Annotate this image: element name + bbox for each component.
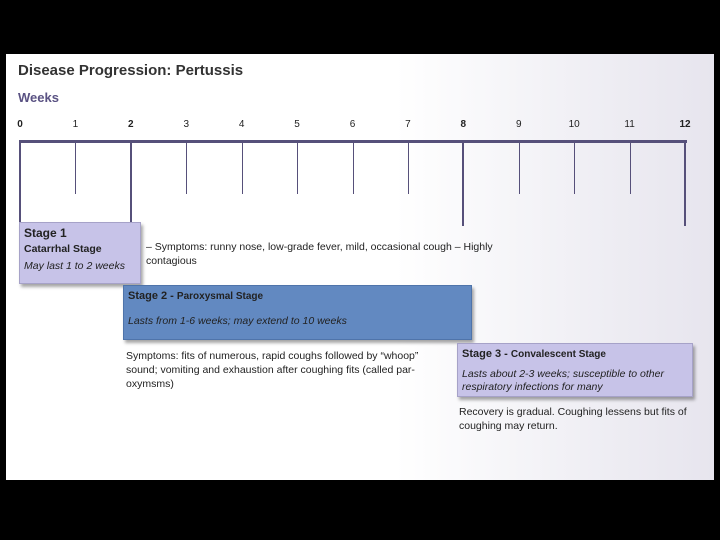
week-tick (629, 142, 631, 194)
week-tick (407, 142, 409, 194)
week-tick (75, 142, 77, 194)
stage1-symptoms-line1: – Symptoms: runny nose, low-grade fever,… (146, 241, 493, 253)
stage3-duration-line1: Lasts about 2-3 weeks; susceptible to ot… (462, 368, 664, 380)
week-tick (518, 142, 520, 194)
week-label: 0 (17, 119, 23, 130)
stage3-duration-line2: respiratory infections for many (462, 381, 603, 393)
stage1-box: Stage 1 Catarrhal Stage May last 1 to 2 … (19, 222, 141, 284)
week-tick (129, 142, 132, 226)
week-label: 8 (460, 119, 467, 130)
week-label: 5 (294, 119, 300, 130)
week-tick (19, 142, 21, 226)
week-label: 11 (624, 119, 635, 130)
stage3-heading: Stage 3 - Convalescent Stage (462, 348, 606, 360)
week-label: 9 (515, 119, 522, 130)
stage2-symptoms-line1: Symptoms: fits of numerous, rapid coughs… (126, 350, 419, 362)
week-tick (462, 142, 465, 226)
stage2-box: Stage 2 - Paroxysmal Stage Lasts from 1-… (123, 285, 472, 340)
stage2-heading: Stage 2 - Paroxysmal Stage (128, 290, 263, 302)
stage2-heading-name: Paroxysmal Stage (176, 291, 264, 302)
stage3-heading-prefix: Stage 3 - (462, 348, 511, 360)
stage2-heading-prefix: Stage 2 - (128, 290, 177, 302)
stage3-heading-name: Convalescent Stage (510, 349, 606, 360)
week-tick (684, 142, 686, 226)
stage2-symptoms-line3: oxymsms) (126, 378, 174, 390)
stage2-duration: Lasts from 1-6 weeks; may extend to 10 w… (128, 315, 347, 327)
stage1-name: Catarrhal Stage (24, 243, 102, 255)
week-label: 6 (349, 119, 356, 130)
stage1-duration: May last 1 to 2 weeks (24, 260, 125, 272)
week-label: 7 (405, 119, 411, 130)
week-label: 1 (72, 119, 79, 130)
week-label: 12 (679, 119, 691, 130)
week-label: 10 (568, 119, 580, 130)
week-tick (574, 142, 576, 194)
stage3-recovery-line1: Recovery is gradual. Coughing lessens bu… (459, 406, 687, 418)
diagram-title: Disease Progression: Pertussis (18, 62, 244, 79)
week-label: 2 (128, 119, 134, 130)
week-tick (186, 142, 188, 194)
stage1-heading: Stage 1 (24, 226, 67, 240)
axis-label: Weeks (18, 90, 59, 105)
week-tick (241, 142, 243, 194)
week-label: 3 (183, 119, 190, 130)
week-tick (297, 142, 299, 194)
stage2-symptoms-line2: sound; vomiting and exhaustion after cou… (126, 364, 415, 376)
week-label: 4 (238, 119, 245, 130)
stage3-recovery-line2: coughing may return. (459, 420, 558, 432)
timeline-axis (19, 140, 687, 143)
stage1-symptoms-line2: contagious (146, 255, 197, 267)
stage3-box: Stage 3 - Convalescent Stage Lasts about… (457, 343, 693, 397)
week-tick (352, 142, 354, 194)
